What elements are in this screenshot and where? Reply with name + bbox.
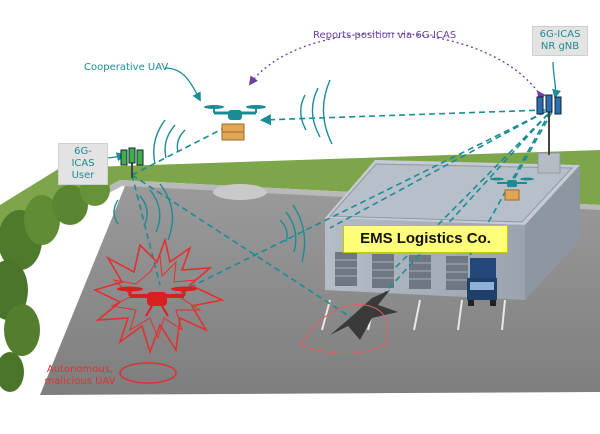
gnb-antenna xyxy=(536,94,562,155)
gnb-pointer xyxy=(552,61,562,99)
delivery-truck xyxy=(467,258,497,306)
user-line1: 6G-ICAS xyxy=(71,146,95,169)
malicious-line2: malicious UAV xyxy=(44,376,116,387)
gnb-line2: NR gNB xyxy=(540,41,580,52)
cooperative-uav-pointer xyxy=(164,67,201,102)
gnb-line1: 6G-ICAS xyxy=(539,29,581,40)
cooperative-uav-shadow xyxy=(213,184,267,200)
malicious-uav xyxy=(92,237,225,355)
cooperative-uav-label: Cooperative UAV xyxy=(84,62,169,73)
delivery-uav-small xyxy=(490,177,534,201)
tree-line xyxy=(0,174,110,392)
report-position-link xyxy=(248,32,547,101)
reports-label: Reports position via 6G-ICAS xyxy=(313,30,457,41)
building-sign: EMS Logistics Co. xyxy=(343,225,508,253)
malicious-uav-signature xyxy=(92,237,225,355)
malicious-line1: Autonomous, xyxy=(46,364,114,375)
user-line2: User xyxy=(71,170,95,181)
gnb-tag: 6G-ICAS NR gNB xyxy=(532,26,588,56)
user-antenna xyxy=(120,147,144,178)
malicious-uav-label: Autonomous, malicious UAV xyxy=(38,364,122,388)
malicious-uav-shadow xyxy=(119,362,177,384)
radio-waves xyxy=(113,79,333,263)
user-tag: 6G-ICAS User xyxy=(58,143,108,185)
cooperative-uav xyxy=(204,105,266,141)
bird xyxy=(299,290,398,354)
